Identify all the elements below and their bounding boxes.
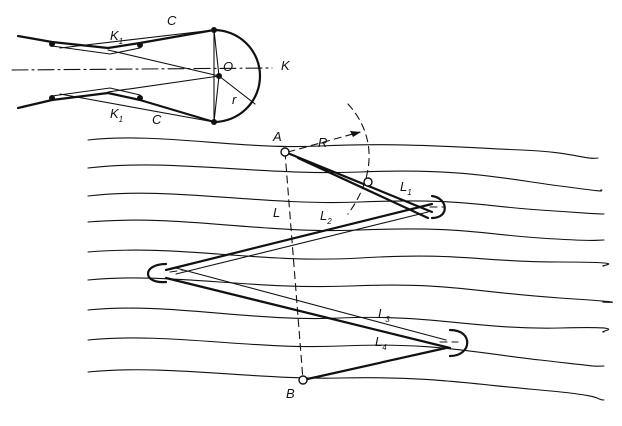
label-r-upper: R [318,135,327,150]
label-l1: L1 [400,179,412,197]
ray-upper [107,49,220,77]
label-c-top: C [167,13,177,28]
lower-tangent [59,93,215,123]
label-l: L [273,205,280,220]
label-k1-top: K1 [110,28,123,46]
label-r: r [232,92,237,107]
center-axis [11,67,273,71]
label-l4: L4 [375,334,387,352]
radius-r-arrowhead [350,131,361,137]
upper-rope-outer [16,28,216,50]
ray-up [213,29,220,77]
ray-lower [107,75,220,93]
point-center-o [216,73,222,79]
point-b [298,375,308,385]
label-a: A [272,129,282,144]
point-c-lower [137,95,143,101]
label-k: K [281,58,291,73]
loop-semicircle [212,28,262,124]
point-c-upper [137,42,143,48]
label-b: B [286,386,295,401]
label-o: O [223,59,233,74]
ray-down [213,75,220,123]
zigzag-rope [147,150,469,382]
point-on-arc [363,177,373,187]
radius-r-arc [347,103,370,215]
baseline-ab [284,151,304,381]
point-k1-lower [49,95,55,101]
upper-tangent [59,29,215,49]
lower-rope-inner [51,87,141,97]
lower-rope-outer [16,91,216,124]
radius-r-arrow [287,131,361,153]
point-tangent-lower [211,119,217,125]
wavy-lines [87,137,614,401]
label-c-bottom: C [152,112,162,127]
label-l3: L3 [378,306,390,324]
upper-rope-inner [51,45,141,55]
point-a [280,147,290,157]
label-k1-bottom: K1 [110,106,123,124]
point-tangent-upper [211,27,217,33]
radius-line [218,75,256,105]
loop-detail [11,27,273,125]
point-k1-upper [49,41,55,47]
label-l2: L2 [320,208,332,226]
